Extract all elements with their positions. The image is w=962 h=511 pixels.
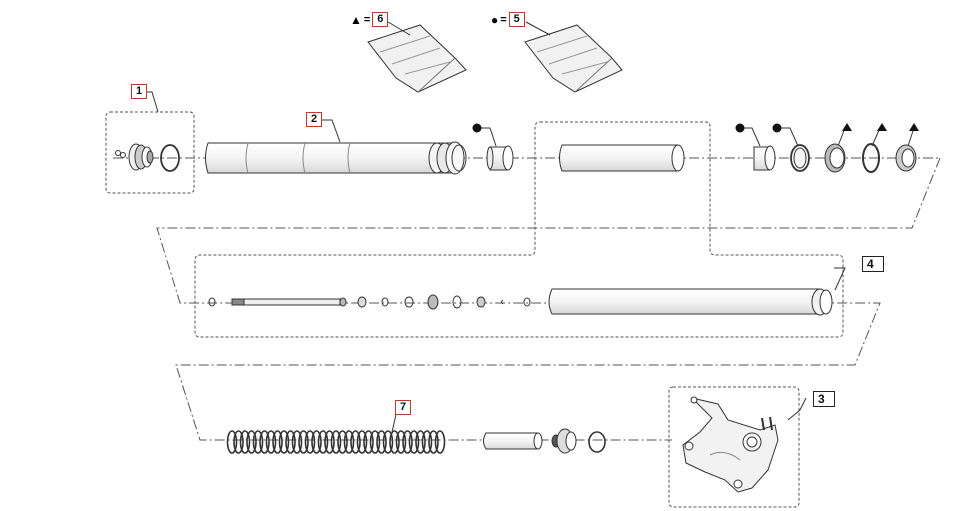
legend-circle: ● = 5 <box>491 12 525 27</box>
triangle-marker <box>909 123 919 131</box>
fork-spring <box>226 430 446 454</box>
group-box-1 <box>105 111 195 194</box>
spring-seat-assembly <box>551 428 606 454</box>
triangle-marker <box>842 123 852 131</box>
spring-coil <box>421 430 433 454</box>
spring-coil <box>395 430 407 454</box>
spring-coil <box>259 430 270 454</box>
group-box-3 <box>668 386 800 508</box>
spring-coil <box>408 430 420 454</box>
inner-tube <box>559 144 685 172</box>
spring-coil <box>226 430 238 454</box>
circle-marker <box>472 123 482 133</box>
group-box-4 <box>194 121 844 338</box>
callout-7: 7 <box>395 400 411 415</box>
callout-6: 6 <box>372 12 389 27</box>
spring-coil <box>311 430 322 454</box>
spring-coil <box>343 430 355 454</box>
legend-equals: = <box>363 13 371 26</box>
triangle-symbol: ▲ <box>350 12 362 27</box>
top-cap-assembly <box>115 143 180 172</box>
spring-coil <box>376 430 387 454</box>
legend-triangle: ▲ = 6 <box>350 12 389 27</box>
spring-coil <box>278 430 290 454</box>
bushing-upper <box>486 145 514 171</box>
spring-coil <box>382 430 394 454</box>
spring-coil <box>285 430 296 454</box>
triangle-marker <box>877 123 887 131</box>
legend-equals: = <box>500 13 507 26</box>
callout-1: 1 <box>131 84 147 99</box>
circle-symbol: ● <box>491 12 499 27</box>
spring-coil <box>363 430 374 454</box>
kit-markers <box>472 123 919 133</box>
leader-lines <box>144 21 915 433</box>
spring-coil <box>317 430 329 454</box>
spring-coil <box>369 430 381 454</box>
damper-cartridge <box>208 288 833 316</box>
seal-kit-bag-circle <box>524 24 623 93</box>
spring-coil <box>233 430 244 454</box>
callout-2: 2 <box>306 112 322 127</box>
seal-set <box>753 143 917 173</box>
spring-coil <box>330 430 342 454</box>
spring-coil <box>415 430 426 454</box>
spring-coil <box>291 430 303 454</box>
spring-coil <box>350 430 361 454</box>
spring-coil <box>337 430 348 454</box>
callout-5: 5 <box>508 12 525 27</box>
spring-coil <box>356 430 368 454</box>
spring-coil <box>272 430 283 454</box>
spring-coil <box>246 430 257 454</box>
spring-coil <box>402 430 413 454</box>
spring-coil <box>324 430 335 454</box>
callout-3: 3 <box>813 391 835 407</box>
circle-marker <box>735 123 745 133</box>
spring-coil <box>434 430 446 454</box>
spring-coil <box>389 430 400 454</box>
spring-coil <box>298 430 309 454</box>
group-boxes <box>105 111 844 508</box>
spring-spacer <box>483 432 543 450</box>
callout-4: 4 <box>862 256 884 272</box>
circle-marker <box>772 123 782 133</box>
spring-coil <box>428 430 439 454</box>
spring-coil <box>304 430 316 454</box>
outer-fork-tube <box>205 141 467 175</box>
spring-coil <box>265 430 277 454</box>
seal-kit-bag-triangle <box>367 24 467 93</box>
spring-coil <box>252 430 264 454</box>
spring-coil <box>239 430 251 454</box>
fork-foot-bracket <box>682 396 779 493</box>
